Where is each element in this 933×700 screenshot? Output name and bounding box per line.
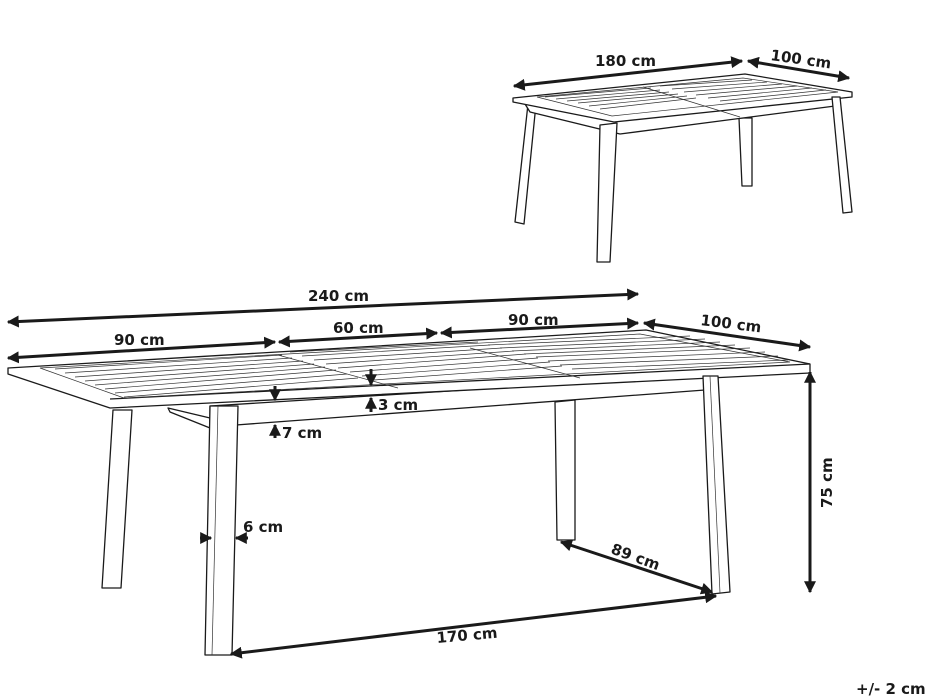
dim-line-leg-span-depth [559, 539, 714, 595]
dim-line-total-length [6, 288, 640, 328]
dim-line-segment-2 [277, 327, 439, 348]
large-table-leg-front-left [204, 405, 239, 656]
label-small-length: 180 cm [595, 52, 656, 70]
dim-line-small-depth [746, 56, 851, 83]
large-table-dimensions: 240 cm 90 cm 60 cm 90 cm 100 cm 75 cm 3 … [6, 287, 836, 659]
large-table-leg-back-left [101, 409, 133, 589]
dim-line-segment-3 [439, 317, 640, 339]
small-table-leg-front-right [831, 96, 853, 214]
label-leg-span-length: 170 cm [436, 624, 498, 647]
label-segment-1: 90 cm [114, 331, 165, 349]
small-table-dimensions: 180 cm 100 cm [512, 46, 851, 91]
dim-line-leg-span-length [229, 591, 718, 659]
dim-line-segment-1 [6, 336, 277, 364]
label-apron-height: 7 cm [282, 424, 322, 442]
large-table-leg-front-right [702, 375, 731, 595]
dim-line-small-length [512, 56, 744, 91]
dim-line-depth [642, 318, 812, 352]
label-top-thickness: 3 cm [378, 396, 418, 414]
label-leg-span-depth: 89 cm [609, 540, 663, 574]
small-table-leg-back-left [514, 103, 537, 225]
label-segment-3: 90 cm [508, 311, 559, 329]
label-height: 75 cm [818, 457, 836, 508]
small-table-leg-back-right [738, 117, 753, 187]
label-segment-2: 60 cm [333, 319, 384, 337]
small-table-top [512, 73, 853, 123]
small-table-drawing [512, 73, 853, 263]
label-leg-width: 6 cm [243, 518, 283, 536]
label-total-length: 240 cm [308, 287, 369, 305]
large-table-leg-back-right [554, 399, 576, 541]
large-table-drawing [7, 329, 811, 656]
label-tolerance: +/- 2 cm [856, 680, 926, 698]
small-table-leg-front-left [596, 122, 618, 263]
